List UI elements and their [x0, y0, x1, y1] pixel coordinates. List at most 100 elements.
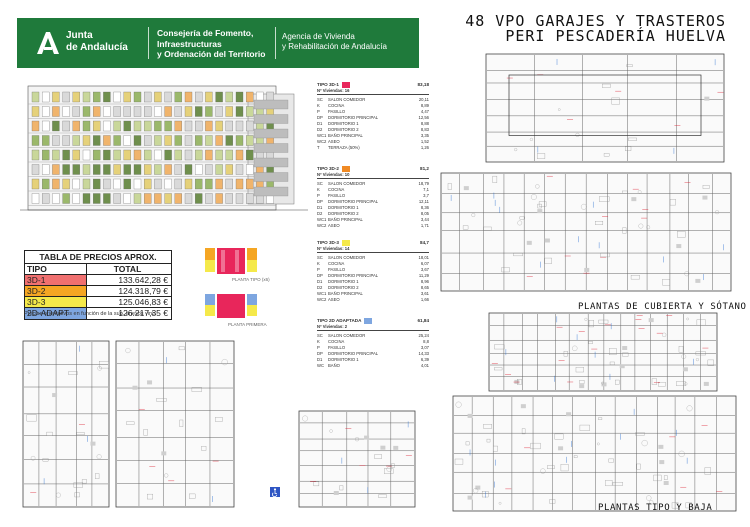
type-name: TIPO 3D-3 [317, 240, 339, 246]
room-value: 3,61 [420, 291, 429, 297]
room-code: D2 [317, 211, 323, 217]
room-value: 1,66 [420, 297, 429, 303]
room-value: 1,71 [420, 223, 429, 229]
accessibility-icon [270, 487, 280, 497]
room-code: T [317, 145, 320, 151]
price-row: 3D-1 133.642,28 € [25, 275, 171, 286]
room-value: 3,67 [420, 267, 429, 273]
col-type: TIPO [25, 264, 87, 274]
room-name: DORMITORIO 1 [328, 279, 359, 285]
room-name: DORMITORIO PRINCIPAL [328, 199, 379, 205]
key-plan-primera [205, 292, 257, 322]
consejeria-line3: y Ordenación del Territorio [157, 49, 266, 59]
room-value: 20,11 [418, 97, 429, 103]
room-code: DP [317, 273, 323, 279]
floor-plan-detail-c [298, 410, 416, 508]
room-row: D2 DORMITORIO 2 8,05 [317, 211, 429, 217]
room-code: K [317, 103, 320, 109]
key-plan-tipo-label: PLANTA TIPO (x6) [232, 277, 270, 282]
room-value: 1,52 [420, 139, 429, 145]
room-code: D1 [317, 279, 323, 285]
title-line1: 48 VPO GARAJES Y TRASTEROS [465, 12, 726, 30]
type-swatch [341, 82, 350, 88]
price-type: 3D-3 [25, 297, 87, 307]
roof-plan [485, 53, 725, 163]
room-value: 14,33 [418, 351, 429, 357]
agencia-line1: Agencia de Vivienda [282, 32, 355, 41]
room-name: ASEO [328, 223, 340, 229]
type-swatch [341, 240, 350, 246]
price-row: 3D-2 124.318,79 € [25, 286, 171, 297]
price-type: 3D-1 [25, 275, 87, 285]
room-value: 3,07 [420, 345, 429, 351]
header-divider [275, 27, 276, 59]
consejeria-line1: Consejería de Fomento, [157, 28, 254, 38]
room-value: 4,01 [420, 363, 429, 369]
type-area: 61,84 [417, 318, 430, 323]
room-name: PASILLO [328, 109, 346, 115]
room-code: SC [317, 333, 323, 339]
price-type: 3D-2 [25, 286, 87, 296]
room-value: 25,24 [418, 333, 429, 339]
type-name: TIPO 3D-2 [317, 166, 339, 172]
price-note: Precios orientativos en función de la su… [24, 311, 157, 317]
room-name: PASILLO [328, 345, 346, 351]
room-value: 6,39 [420, 357, 429, 363]
room-value: 8,88 [420, 121, 429, 127]
room-value: 3,44 [420, 217, 429, 223]
price-total: 133.642,28 € [87, 275, 171, 285]
price-table: TABLA DE PRECIOS APROX. TIPO TOTAL 3D-1 … [24, 250, 172, 320]
type-area: 83,18 [417, 82, 430, 87]
room-name: DORMITORIO PRINCIPAL [328, 351, 379, 357]
agencia-line2: y Rehabilitación de Andalucía [282, 42, 387, 51]
room-code: K [317, 261, 320, 267]
room-name: BAÑO PRINCIPAL [328, 291, 363, 297]
consejeria-name: Consejería de Fomento, Infraestructuras … [157, 28, 265, 60]
type-name: TIPO 3D-1 [317, 82, 339, 88]
room-value: 8,36 [420, 205, 429, 211]
room-name: BAÑO PRINCIPAL [328, 133, 363, 139]
room-name: COCINA [328, 187, 345, 193]
room-code: DP [317, 351, 323, 357]
room-value: 8,83 [420, 127, 429, 133]
room-name: COCINA [328, 261, 345, 267]
room-name: DORMITORIO 2 [328, 211, 359, 217]
type-block-3d1: TIPO 3D-1 83,18 Nº Viviendas: 16 SC SALON … [317, 82, 429, 151]
room-code: SC [317, 255, 323, 261]
title-line2: PERI PESCADERÍA HUELVA [505, 27, 726, 45]
room-row: SC SALON COMEDOR 20,11 [317, 97, 429, 103]
room-code: WC [317, 363, 324, 369]
room-code: DP [317, 199, 323, 205]
room-value: 4,47 [420, 109, 429, 115]
floor-plan-detail-b [115, 340, 235, 508]
junta-logo-icon [37, 32, 59, 54]
room-value: 18,01 [418, 255, 429, 261]
type-units: Nº Viviendas: 10 [317, 172, 429, 180]
room-name: SALON COMEDOR [328, 333, 366, 339]
room-value: 7,1 [423, 187, 429, 193]
type-units: Nº Viviendas: 16 [317, 88, 429, 96]
room-name: SALON COMEDOR [328, 97, 366, 103]
room-code: SC [317, 97, 323, 103]
key-plan-primera-label: PLANTA PRIMERA [228, 322, 267, 327]
type-area: 84,7 [420, 240, 429, 245]
room-value: 8,05 [420, 211, 429, 217]
room-name: ASEO [328, 139, 340, 145]
room-code: WC1 [317, 217, 327, 223]
room-name: PASILLO [328, 193, 346, 199]
